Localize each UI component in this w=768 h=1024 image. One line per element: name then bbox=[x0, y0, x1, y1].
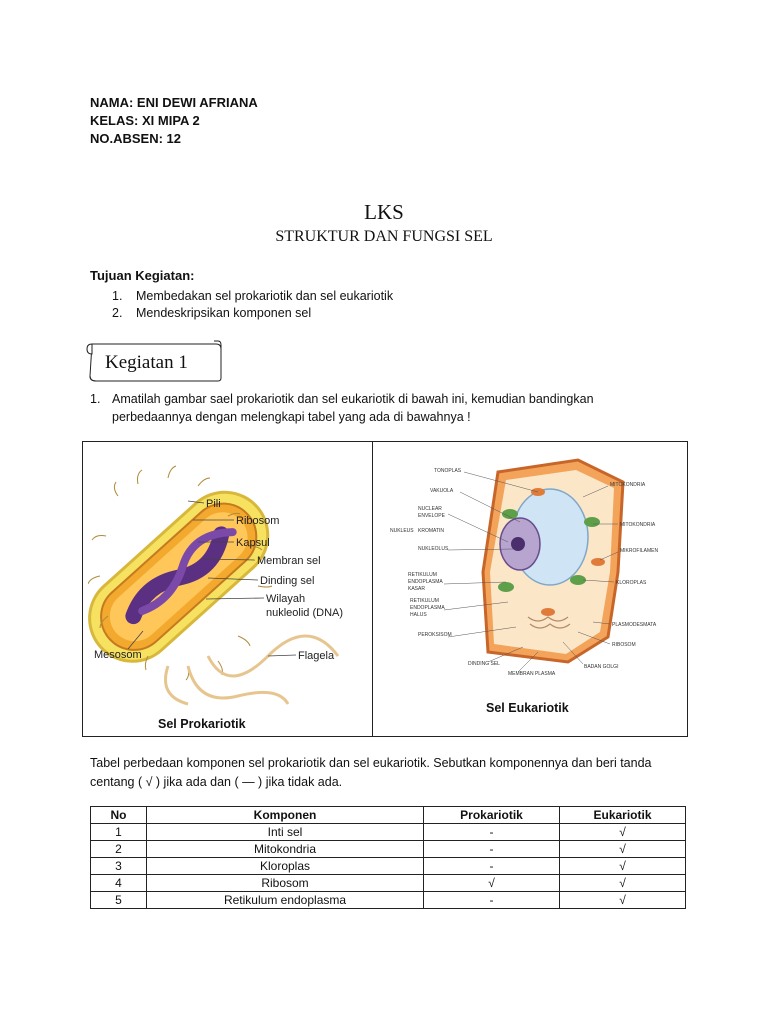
student-info: NAMA: ENI DEWI AFRIANA KELAS: XI MIPA 2 … bbox=[90, 94, 258, 148]
label-ribosom: Ribosom bbox=[236, 515, 279, 527]
label-peroksisom: PEROKSISOM bbox=[418, 632, 452, 638]
label-ret-kasar-3: KASAR bbox=[408, 586, 425, 592]
label-ret-halus-2: ENDOPLASMA bbox=[410, 605, 445, 611]
goal-heading: Tujuan Kegiatan: bbox=[90, 268, 194, 283]
goal-item: 2.Mendeskripsikan komponen sel bbox=[112, 305, 393, 322]
label-plasmodesmata: PLASMODESMATA bbox=[612, 622, 657, 628]
label-mitokondria-2: MITOKONDRIA bbox=[620, 522, 656, 528]
student-name: NAMA: ENI DEWI AFRIANA bbox=[90, 94, 258, 112]
page-title: LKS bbox=[0, 200, 768, 225]
label-ret-halus-1: RETIKULUM bbox=[410, 598, 439, 604]
label-pili: Pili bbox=[206, 498, 221, 510]
activity-label: Kegiatan 1 bbox=[105, 352, 188, 374]
label-kloroplas: KLOROPLAS bbox=[616, 580, 647, 586]
label-kapsul: Kapsul bbox=[236, 537, 270, 549]
header-prokariotik: Prokariotik bbox=[424, 807, 560, 824]
label-vakuola: VAKUOLA bbox=[430, 488, 454, 494]
student-class: KELAS: XI MIPA 2 bbox=[90, 112, 258, 130]
table-header-row: No Komponen Prokariotik Eukariotik bbox=[91, 807, 686, 824]
label-mesosom: Mesosom bbox=[94, 649, 142, 661]
label-kromatin: KROMATIN bbox=[418, 528, 444, 534]
header-eukariotik: Eukariotik bbox=[560, 807, 686, 824]
student-number: NO.ABSEN: 12 bbox=[90, 130, 258, 148]
label-mikrofilamen: MIKROFILAMEN bbox=[620, 548, 658, 554]
label-flagela: Flagela bbox=[298, 650, 335, 662]
prokaryote-illustration: Pili Ribosom Kapsul Membran sel Dinding … bbox=[88, 456, 368, 706]
label-dinding-sel: Dinding sel bbox=[260, 575, 314, 587]
goal-item: 1.Membedakan sel prokariotik dan sel euk… bbox=[112, 288, 393, 305]
label-dinding-sel-euk: DINDING SEL bbox=[468, 661, 500, 667]
prokaryote-caption: Sel Prokariotik bbox=[158, 717, 246, 731]
eukaryote-illustration: TONOPLAS VAKUOLA NUCLEAR ENVELOPE NUKLEU… bbox=[378, 452, 678, 692]
goal-list: 1.Membedakan sel prokariotik dan sel euk… bbox=[112, 288, 393, 322]
frame-divider bbox=[372, 441, 373, 736]
label-badan-golgi: BADAN GOLGI bbox=[584, 664, 618, 670]
page-subtitle: STRUKTUR DAN FUNGSI SEL bbox=[0, 228, 768, 246]
label-ret-kasar-1: RETIKULUM bbox=[408, 572, 437, 578]
label-nukleoid: nukleolid (DNA) bbox=[266, 607, 343, 619]
label-wilayah: Wilayah bbox=[266, 593, 305, 605]
label-envelope: ENVELOPE bbox=[418, 513, 446, 519]
label-tonoplas: TONOPLAS bbox=[434, 468, 462, 474]
label-membran-plasma: MEMBRAN PLASMA bbox=[508, 671, 556, 677]
header-komponen: Komponen bbox=[147, 807, 424, 824]
label-membran-sel: Membran sel bbox=[257, 555, 321, 567]
label-nukleolus: NUKLEOLUS bbox=[418, 546, 449, 552]
eukaryote-caption: Sel Eukariotik bbox=[486, 701, 569, 715]
header-no: No bbox=[91, 807, 147, 824]
label-ribosom-euk: RIBOSOM bbox=[612, 642, 636, 648]
table-intro: Tabel perbedaan komponen sel prokariotik… bbox=[90, 754, 651, 792]
label-ret-kasar-2: ENDOPLASMA bbox=[408, 579, 443, 585]
label-nuclear: NUCLEAR bbox=[418, 506, 442, 512]
label-ret-halus-3: HALUS bbox=[410, 612, 427, 618]
label-nukleus: NUKLEUS bbox=[390, 528, 414, 534]
label-mitokondria-1: MITOKONDRIA bbox=[610, 482, 646, 488]
